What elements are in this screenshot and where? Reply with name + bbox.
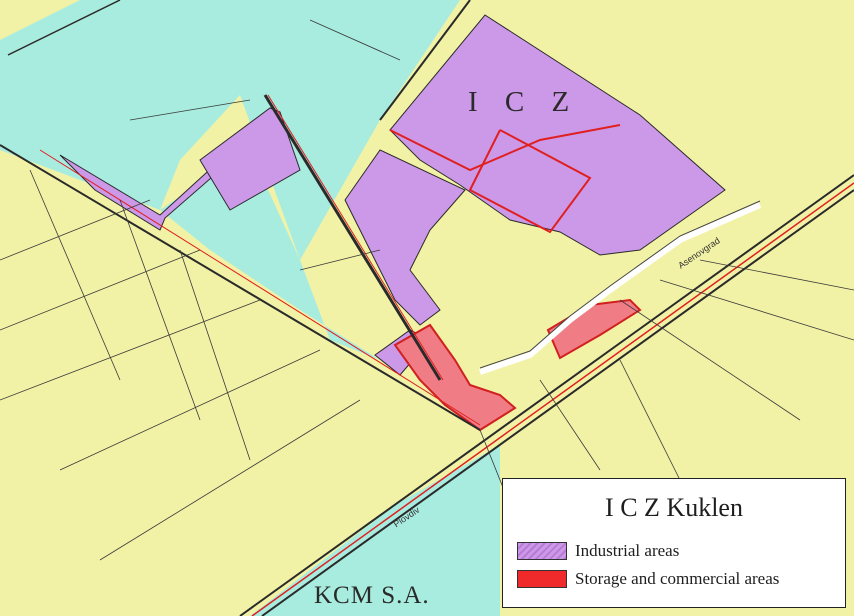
red-parcel-line-2 xyxy=(389,124,621,172)
legend-swatch-storage xyxy=(517,570,567,588)
legend-swatch-industrial xyxy=(517,542,567,560)
main-road-edge-1 xyxy=(239,174,854,616)
top-road-2 xyxy=(7,0,121,56)
legend-item-industrial: Industrial areas xyxy=(517,540,679,562)
legend-label-industrial: Industrial areas xyxy=(575,541,680,560)
cyan-zone-north xyxy=(0,0,460,260)
map-legend: I C Z Kuklen Industrial areas Storage an… xyxy=(502,478,846,608)
boundary-nw-se-red xyxy=(39,149,481,426)
white-road xyxy=(479,202,762,375)
top-road xyxy=(379,0,471,121)
kcm-label: KCM S.A. xyxy=(314,582,430,609)
white-road-outline xyxy=(479,200,761,369)
boundary-nw-se xyxy=(0,144,481,431)
zone-label: I C Z xyxy=(468,86,580,118)
industrial-area-center[interactable] xyxy=(344,149,466,326)
red-parcel-line-1 xyxy=(468,129,592,234)
main-road-edge-2 xyxy=(261,189,854,616)
boundary-central xyxy=(263,94,442,381)
boundary-central-red xyxy=(267,94,444,381)
industrial-area-north[interactable] xyxy=(389,14,726,256)
legend-item-storage: Storage and commercial areas xyxy=(517,568,779,590)
legend-title: I C Z Kuklen xyxy=(605,493,743,522)
cyan-zone-middle xyxy=(160,150,380,360)
legend-label-storage: Storage and commercial areas xyxy=(575,569,780,588)
parcel-lines xyxy=(0,19,854,561)
industrial-area-west-2[interactable] xyxy=(199,107,301,211)
